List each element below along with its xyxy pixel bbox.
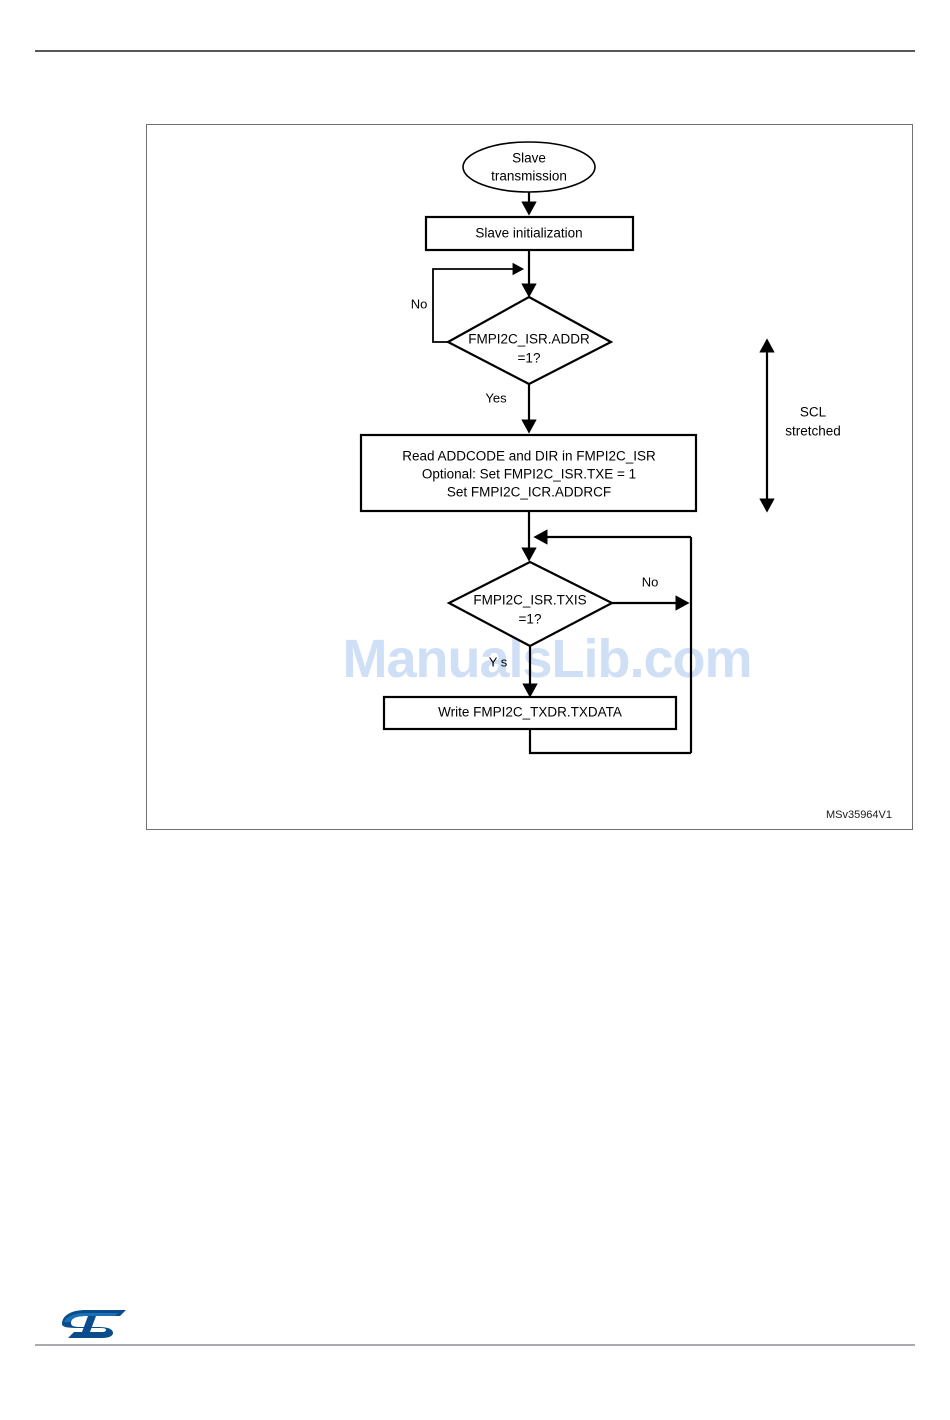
- edge-write-loopback: [528, 729, 691, 755]
- read-box-shape: [359, 433, 698, 513]
- node-decision-txis: FMPI2C_ISR.TXIS =1?: [446, 560, 615, 648]
- scl-stretched-line2: stretched: [785, 424, 841, 439]
- st-microelectronics-logo: [58, 1300, 130, 1340]
- page-header-rule: [35, 50, 915, 52]
- node-write-txdr: Write FMPI2C_TXDR.TXDATA: [382, 695, 678, 731]
- flowchart-canvas: Slave transmission Slave initialization …: [359, 141, 892, 821]
- decision-txis-label-line2: =1?: [519, 612, 542, 627]
- annotation-scl-stretched: SCL stretched: [759, 338, 841, 513]
- read-label-line3: Set FMPI2C_ICR.ADDRCF: [447, 485, 611, 500]
- decision-addr-label-line1: FMPI2C_ISR.ADDR: [468, 332, 590, 347]
- figure-id-label: MSv35964V1: [826, 809, 892, 821]
- init-box-shape: [424, 215, 635, 252]
- st-logo-mark: [62, 1310, 126, 1338]
- init-label: Slave initialization: [475, 226, 582, 241]
- label-decision2-yes: Y s: [489, 654, 508, 669]
- scl-stretched-line1: SCL: [800, 405, 827, 420]
- start-label-line2: transmission: [491, 169, 567, 184]
- label-decision2-no: No: [642, 574, 659, 589]
- label-decision1-yes: Yes: [485, 390, 507, 405]
- start-oval-shape: [462, 141, 596, 193]
- decision-txis-label-line1: FMPI2C_ISR.TXIS: [473, 593, 586, 608]
- node-read-addcode: Read ADDCODE and DIR in FMPI2C_ISR Optio…: [359, 433, 698, 513]
- node-start-terminator: Slave transmission: [462, 141, 596, 193]
- decision-addr-label-line2: =1?: [518, 351, 541, 366]
- edge-decision1-no-loop: [432, 262, 525, 343]
- write-label: Write FMPI2C_TXDR.TXDATA: [438, 705, 622, 720]
- read-label-line2: Optional: Set FMPI2C_ISR.TXE = 1: [422, 467, 636, 482]
- write-box-shape: [382, 695, 678, 731]
- node-decision-addr: FMPI2C_ISR.ADDR =1?: [445, 295, 614, 386]
- label-decision1-no: No: [411, 296, 428, 311]
- start-label-line1: Slave: [512, 151, 546, 166]
- figure-frame: ManualsLib.com Slave transmission Slave …: [146, 124, 913, 830]
- node-slave-initialization: Slave initialization: [424, 215, 635, 252]
- read-label-line1: Read ADDCODE and DIR in FMPI2C_ISR: [402, 449, 656, 464]
- page-footer-rule: [35, 1344, 915, 1346]
